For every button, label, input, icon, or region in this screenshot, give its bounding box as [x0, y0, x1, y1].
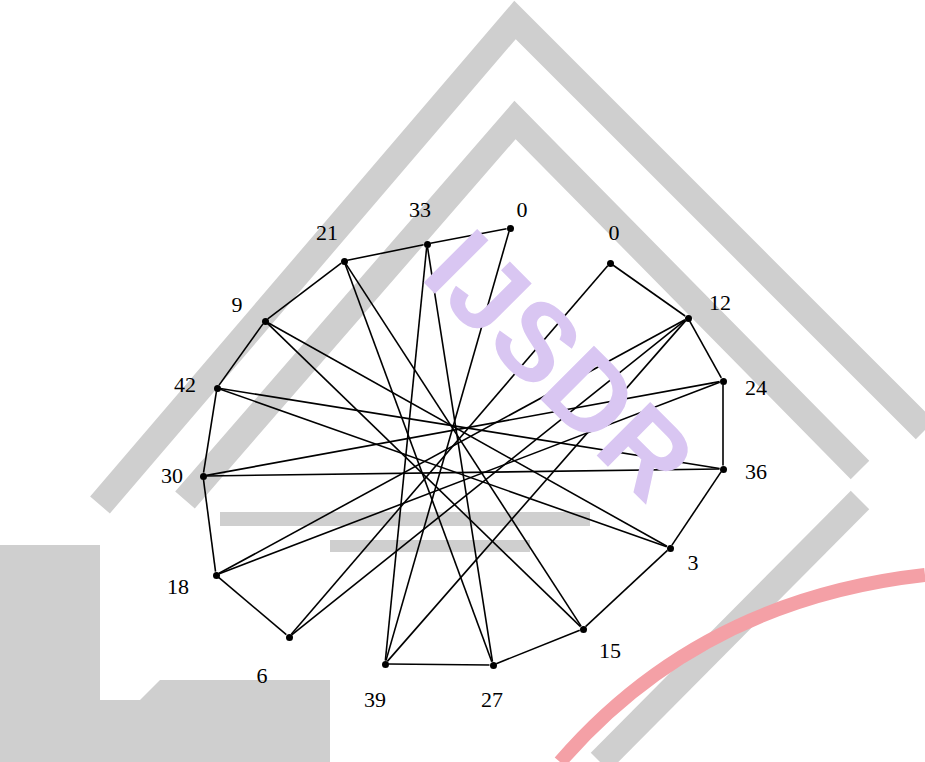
- vertex-label: 27: [481, 689, 503, 711]
- graph-vertex: 0: [607, 260, 614, 267]
- watermark-block: [0, 545, 330, 762]
- graph-vertex: 42: [214, 385, 221, 392]
- graph-vertex: 39: [382, 661, 389, 668]
- vertex-label: 12: [709, 292, 731, 314]
- graph-edge: [347, 245, 423, 261]
- vertex-label: 24: [745, 377, 767, 399]
- watermark-frame: [100, 20, 925, 762]
- vertex-label: 15: [599, 640, 621, 662]
- graph-vertex: 9: [262, 318, 269, 325]
- graph-edge: [268, 263, 341, 319]
- vertex-label: 0: [517, 199, 528, 221]
- vertex-label: 39: [364, 689, 386, 711]
- vertex-label: 36: [745, 461, 767, 483]
- vertex-label: 21: [316, 222, 338, 244]
- graph-vertex: 3: [667, 545, 674, 552]
- graph-edge: [672, 472, 721, 545]
- graph-vertex: 24: [720, 378, 727, 385]
- graph-edge: [496, 630, 580, 663]
- graph-vertex: 27: [490, 662, 497, 669]
- graph-edge: [586, 550, 668, 626]
- graph-vertex: 18: [213, 572, 220, 579]
- graph-vertex: 33: [424, 241, 431, 248]
- graph-vertex: 12: [685, 315, 692, 322]
- graph-edge: [613, 265, 685, 316]
- vertex-label: 18: [167, 576, 189, 598]
- vertex-label: 3: [688, 552, 699, 574]
- vertex-label: 42: [174, 374, 196, 396]
- graph-edge: [389, 663, 490, 666]
- vertex-label: 0: [609, 222, 620, 244]
- vertex-label: 6: [257, 665, 268, 687]
- graph-edge: [204, 391, 217, 472]
- vertex-label: 33: [409, 199, 431, 221]
- graph-vertex: 0: [507, 225, 514, 232]
- graph-edge: [203, 479, 215, 571]
- graph-vertex: 36: [720, 466, 727, 473]
- watermark-arc: [560, 575, 925, 762]
- graph-edge: [219, 324, 263, 385]
- graph-edge: [722, 385, 724, 466]
- graph-vertex: 6: [286, 634, 293, 641]
- watermark-bar: [330, 540, 530, 552]
- graph-edge: [219, 577, 287, 634]
- watermark-bar: [220, 512, 590, 526]
- graph-vertex: 21: [341, 258, 348, 265]
- graph-vertex: 30: [200, 473, 207, 480]
- vertex-label: 9: [232, 294, 243, 316]
- graph-vertex: 15: [580, 626, 587, 633]
- graph-edge: [690, 321, 722, 378]
- vertex-label: 30: [161, 465, 183, 487]
